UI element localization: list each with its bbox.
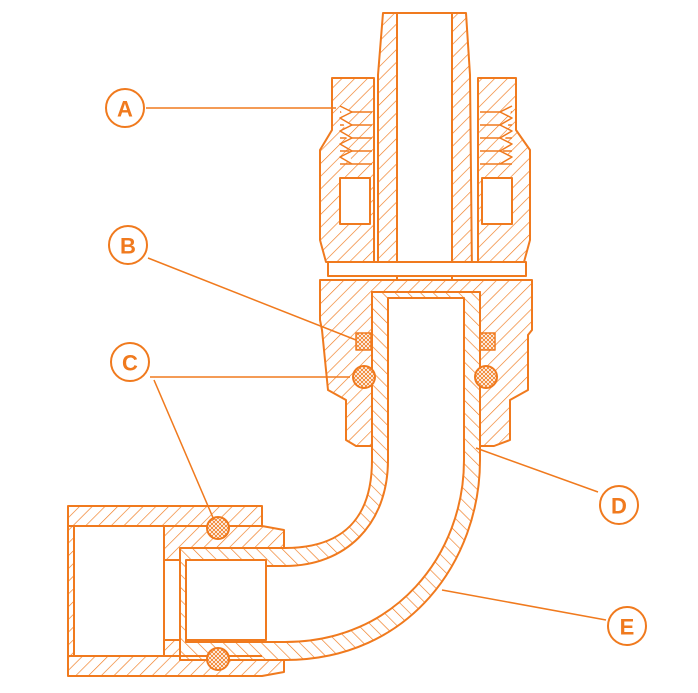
callout-a: A	[105, 88, 145, 128]
seal-rings	[355, 332, 496, 351]
leader-c-diag	[153, 379, 215, 521]
callout-d-label: D	[611, 494, 627, 519]
leader-lines	[146, 107, 607, 621]
o-rings	[206, 365, 498, 671]
leader-b	[147, 257, 357, 341]
left-socket	[67, 505, 285, 677]
callout-b-label: B	[120, 234, 136, 259]
callout-c: C	[110, 342, 150, 382]
leader-d	[475, 447, 599, 493]
callout-d: D	[599, 485, 639, 525]
callout-a-label: A	[117, 97, 133, 122]
upper-stem	[377, 12, 473, 286]
callout-c-label: C	[122, 351, 138, 376]
callout-b: B	[108, 225, 148, 265]
threaded-nut	[319, 77, 531, 277]
callout-e: E	[607, 606, 647, 646]
callout-e-label: E	[620, 615, 635, 640]
leader-e	[441, 589, 607, 621]
